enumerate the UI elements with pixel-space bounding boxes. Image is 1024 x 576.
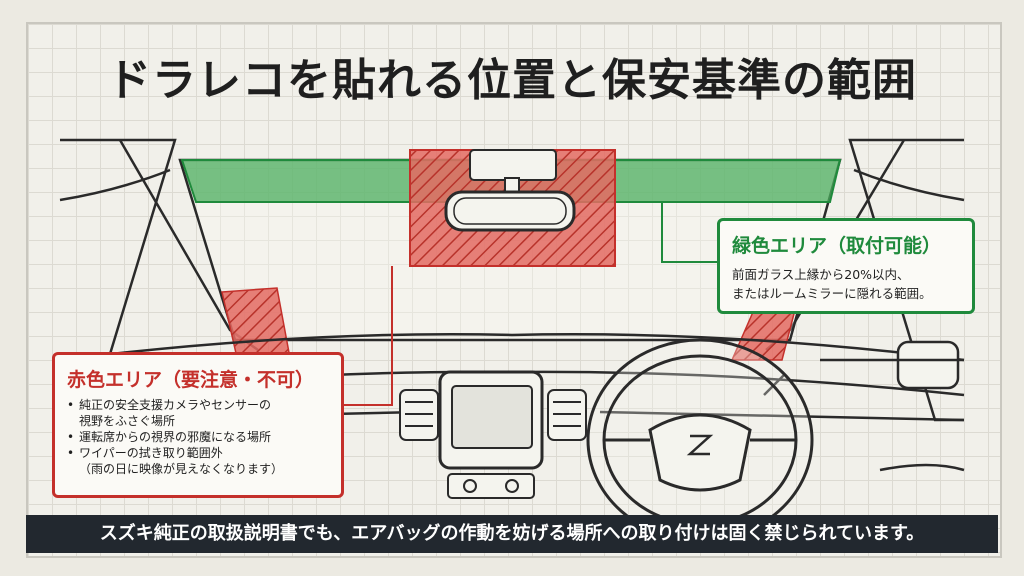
center-console [447, 473, 535, 499]
steering-wheel [586, 338, 814, 542]
rearview-mirror [444, 149, 576, 232]
red-area-item: 純正の安全支援カメラやセンサーの [67, 397, 337, 413]
suzuki-emblem-icon [686, 434, 714, 456]
red-area-list: 純正の安全支援カメラやセンサーの 視野をふさぐ場所 運転席からの視界の邪魔になる… [67, 397, 337, 477]
red-area-callout: 赤色エリア（要注意・不可） 純正の安全支援カメラやセンサーの 視野をふさぐ場所 … [52, 352, 344, 498]
page-title: ドラレコを貼れる位置と保安基準の範囲 [107, 55, 917, 106]
red-area-item: 視野をふさぐ場所 [79, 414, 176, 428]
center-display [438, 370, 544, 470]
green-area-heading: 緑色エリア（取付可能） [732, 235, 942, 257]
green-area-callout: 緑色エリア（取付可能） 前面ガラス上縁から20%以内、 またはルームミラーに隠れ… [717, 218, 975, 314]
red-area-item: 運転席からの視界の邪魔になる場所 [67, 429, 337, 445]
callout-connectors [340, 202, 720, 406]
red-area-item: （雨の日に映像が見えなくなります） [79, 462, 284, 476]
air-vents [399, 389, 587, 441]
green-area-description: 前面ガラス上縁から20%以内、 またはルームミラーに隠れる範囲。 [732, 265, 968, 303]
red-area-heading: 赤色エリア（要注意・不可） [67, 369, 315, 391]
green-area-line: またはルームミラーに隠れる範囲。 [732, 286, 932, 301]
footer-banner: スズキ純正の取扱説明書でも、エアバッグの作動を妨げる場所への取り付けは固く禁じら… [26, 515, 998, 553]
green-area-line: 前面ガラス上縁から20%以内、 [732, 267, 910, 282]
red-zone-left [221, 287, 291, 363]
door-panel-right [820, 340, 965, 472]
red-area-item: ワイパーの拭き取り範囲外 [67, 445, 337, 461]
